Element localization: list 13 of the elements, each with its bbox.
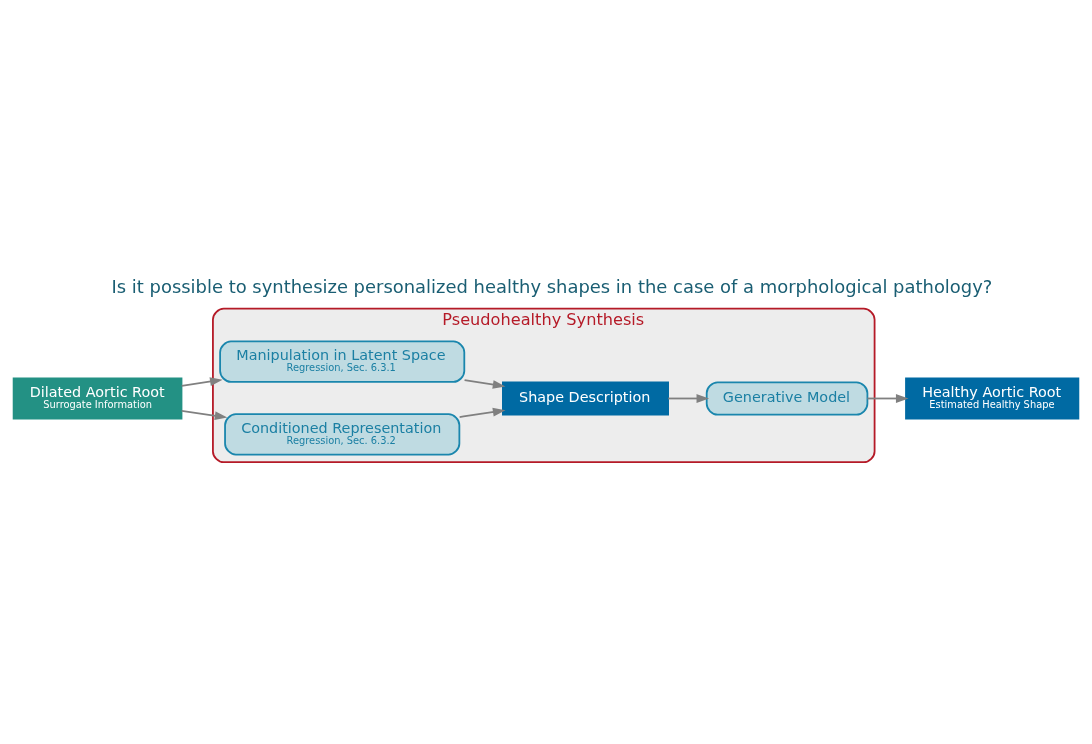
node-box: Manipulation in Latent Space Regression, Sec. 6.3.1 bbox=[219, 340, 466, 383]
node-box: Dilated Aortic Root Surrogate Information bbox=[12, 377, 183, 420]
node-box: Generative Model bbox=[705, 381, 869, 416]
arrow bbox=[458, 407, 506, 418]
node-box: Conditioned Representation Regression, Sec. 6.3.2 bbox=[224, 413, 461, 456]
arrow bbox=[866, 394, 909, 403]
arrow bbox=[180, 377, 223, 387]
node-box: Healthy Aortic Root Estimated Healthy Shape bbox=[905, 377, 1080, 420]
node-box: Shape Description bbox=[502, 381, 669, 416]
arrow bbox=[667, 394, 710, 403]
arrow bbox=[180, 409, 228, 421]
arrow bbox=[463, 379, 506, 389]
diagram-title: Is it possible to synthesize personalized healthy shapes in the case of a morphological pathology? bbox=[111, 275, 993, 297]
